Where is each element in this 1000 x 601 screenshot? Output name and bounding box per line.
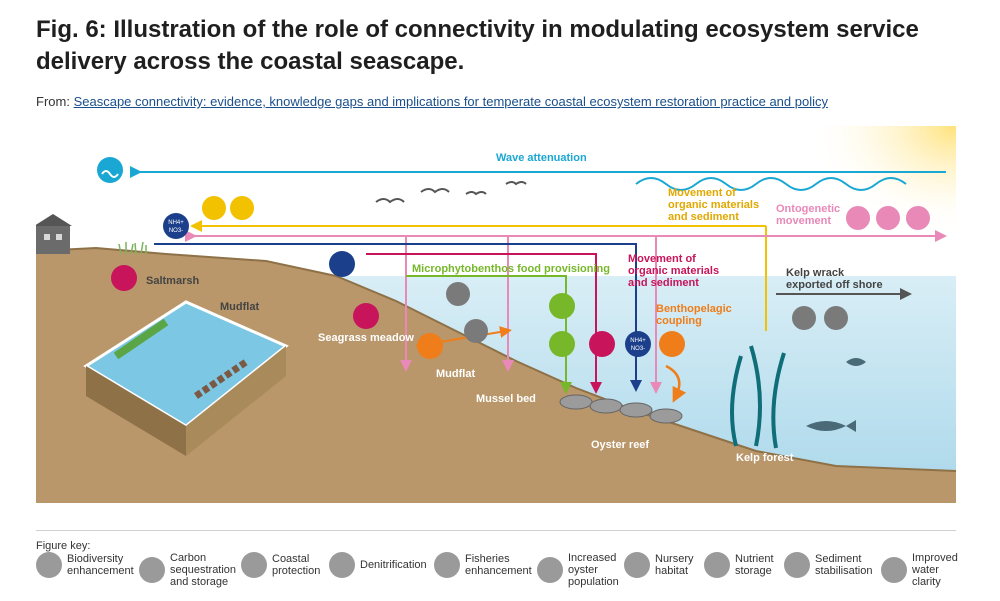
denitrification-icon-right xyxy=(625,331,651,357)
no3-code-2: NO3- xyxy=(631,346,645,352)
yellow-icon-1 xyxy=(202,196,226,220)
from-label: From: xyxy=(36,94,70,109)
key-divider xyxy=(36,530,956,531)
ontogenetic-line-2: movement xyxy=(776,215,831,227)
fish-shapes xyxy=(806,358,866,432)
label-benthopelagic: Benthopelagic coupling xyxy=(656,303,735,327)
label-saltmarsh: Saltmarsh xyxy=(146,275,199,287)
key-label: Biodiversity enhancement xyxy=(67,553,134,577)
key-label: Carbon sequestration and storage xyxy=(170,552,237,588)
ecosystem-diagram: NH4+ NO3- NH4+ NO3- xyxy=(36,126,956,503)
nutrient-icon xyxy=(704,552,730,578)
label-kelp-forest: Kelp forest xyxy=(736,452,794,464)
benthopelagic-loop xyxy=(665,364,687,403)
kelp-forest-shapes xyxy=(730,345,786,449)
key-item-water-clarity: Improved water clarity xyxy=(881,552,958,588)
saltmarsh-icon xyxy=(111,265,137,291)
seabed xyxy=(36,248,956,503)
oyster-icon xyxy=(537,557,563,583)
key-label: Sediment stabilisation xyxy=(815,553,873,577)
movement-magenta-line-1: Movement of xyxy=(628,253,696,265)
pink-icon-2 xyxy=(876,206,900,230)
label-mussel-bed: Mussel bed xyxy=(476,393,536,405)
seabirds xyxy=(375,181,527,204)
label-ontogenetic: Ontogenetic movement xyxy=(776,203,843,227)
label-seagrass-meadow: Seagrass meadow xyxy=(318,332,414,344)
benthopelagic-icon xyxy=(659,331,685,357)
magenta-icon xyxy=(589,331,615,357)
key-label: Fisheries enhancement xyxy=(465,553,532,577)
sediment-icon xyxy=(784,552,810,578)
key-item-fisheries: Fisheries enhancement xyxy=(434,552,532,578)
key-item-nutrient: Nutrient storage xyxy=(704,552,774,578)
water-clarity-icon xyxy=(881,557,907,583)
coastal-protection-icon xyxy=(97,157,123,183)
key-item-sediment: Sediment stabilisation xyxy=(784,552,872,578)
saltmarsh-vegetation xyxy=(118,241,147,255)
yellow-icon-2 xyxy=(230,196,254,220)
kelp-wrack-line-1: Kelp wrack xyxy=(786,267,845,279)
key-item-coastal-protection: Coastal protection xyxy=(241,552,320,578)
fisheries-icon xyxy=(434,552,460,578)
source-article-link[interactable]: Seascape connectivity: evidence, knowled… xyxy=(73,94,828,109)
coastal-house xyxy=(36,214,72,254)
carbon-icon xyxy=(139,557,165,583)
label-wave-attenuation: Wave attenuation xyxy=(496,152,587,164)
key-label: Nursery habitat xyxy=(655,553,694,577)
label-oyster-reef: Oyster reef xyxy=(591,439,649,451)
key-label: Improved water clarity xyxy=(912,552,958,588)
key-item-oyster: Increased oyster population xyxy=(537,552,619,588)
grey-icon-3 xyxy=(792,306,816,330)
benthopelagic-line-2: coupling xyxy=(656,315,702,327)
key-label: Coastal protection xyxy=(272,553,321,577)
no3-code-1: NO3- xyxy=(169,228,183,234)
key-item-nursery: Nursery habitat xyxy=(624,552,694,578)
nursery-icon xyxy=(624,552,650,578)
seabed-edge xyxy=(36,246,956,472)
key-label: Increased oyster population xyxy=(568,552,619,588)
label-mudflat-2: Mudflat xyxy=(436,368,475,380)
figure-key-title: Figure key: xyxy=(36,540,91,552)
label-microphytobenthos: Microphytobenthos food provisioning xyxy=(412,263,610,275)
key-item-carbon: Carbon sequestration and storage xyxy=(139,552,236,588)
water-clarity-icon-navy xyxy=(329,251,355,277)
source-line: From: Seascape connectivity: evidence, k… xyxy=(36,94,828,109)
grey-icon-2 xyxy=(464,319,488,343)
coastal-protection-icon xyxy=(241,552,267,578)
denitrification-icon xyxy=(329,552,355,578)
kelp-wrack-line-2: exported off shore xyxy=(786,279,883,291)
movement-yellow-line-1: Movement of xyxy=(668,187,736,199)
key-label: Nutrient storage xyxy=(735,553,774,577)
grey-icon-4 xyxy=(824,306,848,330)
oyster-icon-green xyxy=(549,293,575,319)
seagrass-icon xyxy=(353,303,379,329)
key-label: Denitrification xyxy=(360,559,427,571)
oyster-reef-shapes xyxy=(559,394,683,424)
benthopelagic-line-1: Benthopelagic xyxy=(656,303,732,315)
grey-icon-1 xyxy=(446,282,470,306)
label-mudflat-1: Mudflat xyxy=(220,301,259,313)
pink-icon-3 xyxy=(906,206,930,230)
pink-icon-1 xyxy=(846,206,870,230)
movement-yellow-line-2: organic materials xyxy=(668,199,759,211)
carbon-icon-orange xyxy=(417,333,443,359)
key-item-biodiversity: Biodiversity enhancement xyxy=(36,552,134,578)
denitrification-icon-left xyxy=(163,213,189,239)
movement-magenta-line-3: and sediment xyxy=(628,277,699,289)
label-movement-magenta: Movement of organic materials and sedime… xyxy=(628,253,722,289)
movement-magenta-line-2: organic materials xyxy=(628,265,719,277)
label-kelp-wrack: Kelp wrack exported off shore xyxy=(786,267,883,291)
waves xyxy=(635,177,907,191)
label-movement-yellow: Movement of organic materials and sedime… xyxy=(668,187,762,223)
ontogenetic-line-1: Ontogenetic xyxy=(776,203,840,215)
key-item-denitrification: Denitrification xyxy=(329,552,427,578)
seagrass-inset-block xyxy=(83,300,289,456)
nh4-code-1: NH4+ xyxy=(168,220,184,226)
nh4-code-2: NH4+ xyxy=(630,338,646,344)
movement-yellow-line-3: and sediment xyxy=(668,211,739,223)
figure-title: Fig. 6: Illustration of the role of conn… xyxy=(36,16,919,75)
figure-key: Biodiversity enhancement Carbon sequestr… xyxy=(36,552,961,596)
carbon-icon-green xyxy=(549,331,575,357)
biodiversity-icon xyxy=(36,552,62,578)
